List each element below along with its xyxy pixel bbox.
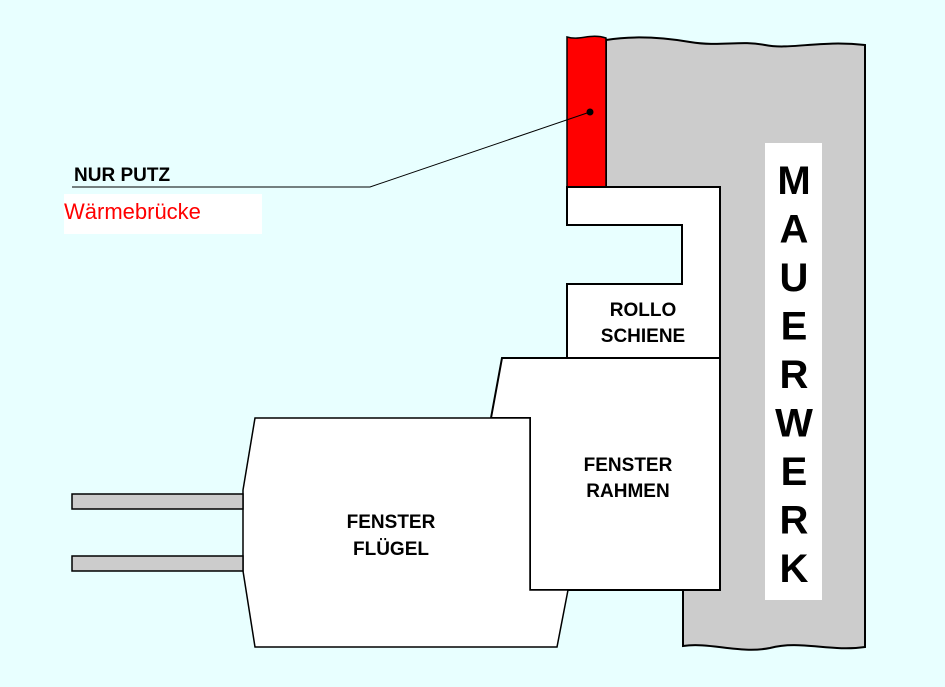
- mauerwerk-letter: R: [780, 499, 809, 543]
- mauerwerk-letter: R: [780, 353, 809, 397]
- mauerwerk-letter: U: [780, 256, 809, 300]
- glass-pane-2: [71, 555, 244, 572]
- rollo-label-1: ROLLO: [610, 300, 677, 321]
- mauerwerk-letter: W: [775, 402, 813, 446]
- mauerwerk-letter: E: [781, 450, 808, 494]
- nur-putz-label: NUR PUTZ: [74, 165, 170, 186]
- rahmen-label-1: FENSTER: [584, 455, 673, 476]
- mauerwerk-letter: K: [780, 547, 809, 591]
- waermebruecke-box: [64, 194, 262, 234]
- mauerwerk-label-box: [765, 143, 822, 600]
- waermebruecke-label: Wärmebrücke: [64, 199, 201, 224]
- glass-pane-1: [71, 493, 244, 510]
- rollo-label-2: SCHIENE: [601, 326, 685, 347]
- rahmen-label-2: RAHMEN: [586, 481, 669, 502]
- mauerwerk-letter: M: [777, 159, 810, 203]
- fluegel-label-1: FENSTER: [347, 512, 436, 533]
- putz-strip: [566, 35, 607, 188]
- leader-line: [72, 111, 591, 188]
- fenster-fluegel: [242, 417, 569, 648]
- rollo-schiene: [566, 186, 721, 359]
- mauerwerk-letter: E: [781, 305, 808, 349]
- mauerwerk-letter: A: [780, 208, 809, 252]
- leader-dot: [586, 108, 594, 116]
- fluegel-label-2: FLÜGEL: [353, 539, 429, 560]
